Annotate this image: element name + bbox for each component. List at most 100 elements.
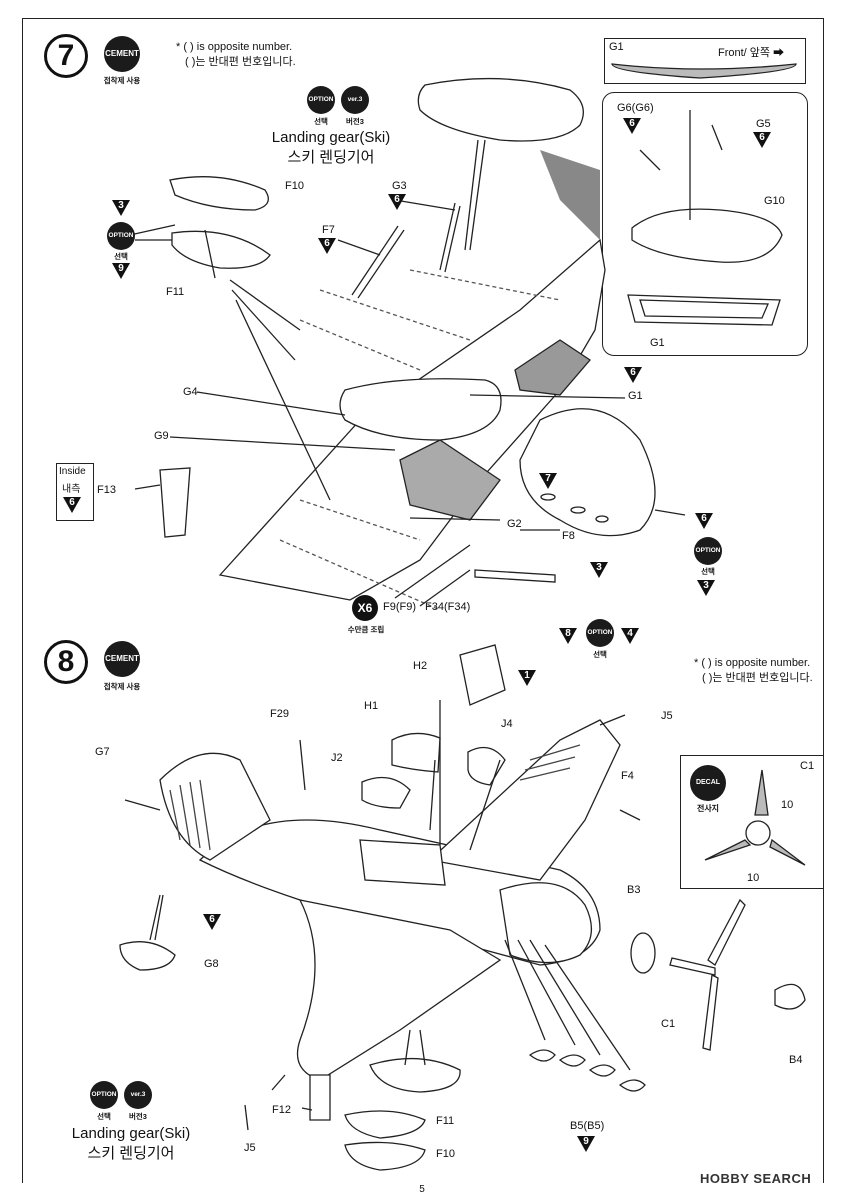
label-j4: J4 [501, 718, 513, 730]
label-f13: F13 [97, 484, 116, 496]
step-ref-triangle: 4 [621, 628, 639, 644]
f11-part [171, 230, 271, 269]
j4-part [467, 746, 506, 786]
label-f29: F29 [270, 708, 289, 720]
label-f11: F11 [166, 286, 185, 298]
f34-part [474, 569, 556, 583]
label-g2: G2 [507, 518, 522, 530]
step-ref-triangle: 6 [623, 118, 641, 134]
wing-panel-lines [279, 269, 561, 611]
leader-to-inset [540, 150, 600, 240]
step8-title-en: Landing gear(Ski) [71, 1125, 191, 1142]
decal-caption: 전사지 [696, 804, 720, 813]
label-c1: C1 [661, 1018, 676, 1030]
version-caption: 버전3 [346, 117, 364, 126]
label-f11-8: F11 [436, 1115, 455, 1127]
cement-caption: 접착제 사용 [103, 76, 141, 85]
label-g3: G3 [392, 180, 407, 192]
x6-badge: X6 [352, 595, 378, 621]
f12-part [309, 1074, 331, 1121]
option-caption: 선택 [314, 117, 328, 126]
g10-part [631, 208, 783, 263]
page-number: 5 [419, 1184, 425, 1195]
label-f34: F34(F34) [425, 601, 471, 613]
label-g5: G5 [756, 118, 771, 130]
cockpit-8 [359, 839, 446, 886]
label-g6: G6(G6) [617, 102, 654, 114]
step-ref-triangle: 3 [112, 200, 130, 216]
label-j5-bottom: J5 [244, 1142, 256, 1154]
option-caption-right: 선택 [701, 567, 715, 576]
inset-front-label: Front/ 앞쪽 ➡ [718, 47, 785, 59]
label-f10-8: F10 [436, 1148, 455, 1160]
decal-num-1: 10 [781, 799, 794, 811]
tail-stripes [169, 779, 211, 851]
label-b3: B3 [627, 884, 641, 896]
f13-part [159, 467, 191, 538]
label-g1-inset: G1 [650, 337, 665, 349]
decal-box-label: C1 [800, 760, 815, 772]
label-f10: F10 [285, 180, 304, 192]
label-f9: F9(F9) [383, 601, 416, 613]
option-badge-8: OPTION [90, 1081, 118, 1109]
label-g7: G7 [95, 746, 110, 758]
step-ref-triangle: 3 [590, 562, 608, 578]
engine-8 [499, 882, 592, 964]
f10-part-8 [344, 1141, 426, 1171]
ski-g1 [339, 378, 502, 441]
label-g1: G1 [628, 390, 643, 402]
decal-prop [704, 769, 806, 866]
option-caption-bottom: 선택 [593, 650, 607, 659]
option-caption-8: 선택 [97, 1112, 111, 1121]
f11-part-8 [344, 1110, 426, 1139]
b4-spinner [774, 983, 806, 1010]
opposite-note-en-8: * ( ) is opposite number. [694, 657, 811, 669]
step-ref-triangle: 9 [112, 263, 130, 279]
label-b5: B5(B5) [570, 1120, 605, 1132]
label-f4: F4 [621, 770, 634, 782]
label-g4: G4 [183, 386, 198, 398]
step-7-number: 7 [44, 34, 88, 78]
wing-right-8 [428, 719, 621, 881]
label-g8: G8 [204, 958, 219, 970]
inside-label: Inside [59, 466, 86, 477]
j2-part [361, 776, 411, 809]
b3-part [630, 932, 656, 974]
h1-part [391, 732, 441, 773]
ski-top [417, 77, 584, 142]
h2-part [459, 644, 506, 706]
step-ref-triangle: 3 [697, 580, 715, 596]
step-ref-triangle: 1 [518, 670, 536, 686]
gear-well [514, 339, 591, 396]
step-ref-triangle: 6 [388, 194, 406, 210]
step7-title-ko: 스키 렌딩기어 [287, 149, 375, 166]
step-ref-triangle: 7 [539, 473, 557, 489]
step-ref-triangle: 6 [203, 914, 221, 930]
label-b4: B4 [789, 1054, 803, 1066]
step-ref-triangle: 6 [695, 513, 713, 529]
version-badge-8: ver.3 [124, 1081, 152, 1109]
step-ref-triangle: 6 [318, 238, 336, 254]
fuselage-8 [198, 819, 601, 966]
step-ref-triangle: 8 [559, 628, 577, 644]
c1-propeller [669, 898, 746, 1051]
g3-rod [439, 202, 461, 273]
inside-label-ko: 내측 [62, 484, 81, 495]
label-g9: G9 [154, 430, 169, 442]
label-f12: F12 [272, 1104, 291, 1116]
opposite-note-ko: ( )는 반대편 번호입니다. [185, 56, 296, 68]
option-badge-right: OPTION [694, 537, 722, 565]
cement-badge: CEMENT [104, 36, 140, 72]
inside-box [56, 463, 94, 521]
option-badge: OPTION [307, 86, 335, 114]
opposite-note-en: * ( ) is opposite number. [176, 41, 293, 53]
decal-num-2: 10 [747, 872, 760, 884]
label-j5: J5 [661, 710, 673, 722]
step-ref-triangle: 6 [624, 367, 642, 383]
version-caption-8: 버전3 [129, 1112, 147, 1121]
x6-caption: 수만큼 조립 [347, 625, 385, 634]
step7-title-en: Landing gear(Ski) [271, 129, 391, 146]
label-f7: F7 [322, 224, 335, 236]
step8-title-ko: 스키 렌딩기어 [87, 1145, 175, 1162]
